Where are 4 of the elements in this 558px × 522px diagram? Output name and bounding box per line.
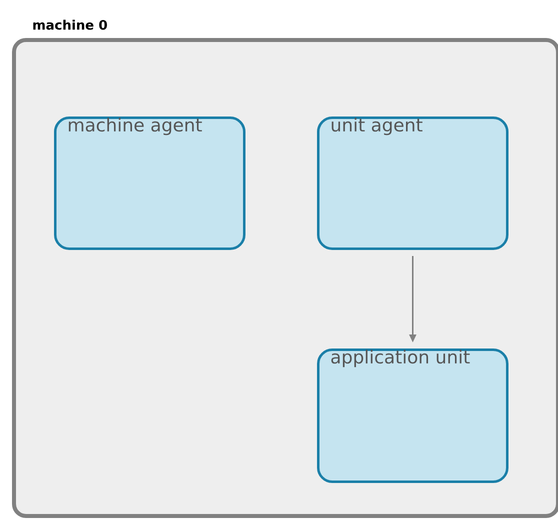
component-box: application unit [317,348,508,483]
component-box: unit agent [317,116,508,250]
component-box: machine agent [54,116,246,250]
heading: machine 0 [33,20,107,30]
